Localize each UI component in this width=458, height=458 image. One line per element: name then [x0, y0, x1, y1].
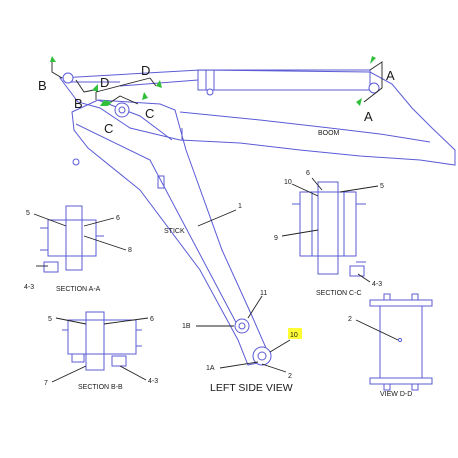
- aa-callout-8: 8: [128, 247, 132, 254]
- section-cc-label: SECTION C-C: [316, 290, 362, 297]
- section-aa-label: SECTION A-A: [56, 286, 101, 293]
- view-dd-label: VIEW D-D: [380, 391, 412, 398]
- callout-1: 1: [238, 203, 242, 210]
- boom-outline: [59, 69, 456, 166]
- callout-2-main: 2: [288, 373, 292, 380]
- bb-callout-5: 5: [48, 316, 52, 323]
- marker-a-top: A: [386, 68, 395, 83]
- cc-callout-5: 5: [380, 183, 384, 190]
- section-aa-leaders: [33, 213, 127, 267]
- cc-callout-9: 9: [274, 235, 278, 242]
- section-cc-leaders: [281, 177, 379, 283]
- stick-label: STICK: [164, 228, 185, 235]
- main-leaders: [196, 209, 291, 373]
- callout-1a: 1A: [206, 365, 215, 372]
- section-cc-drawing: [292, 181, 366, 277]
- callout-1b: 1B: [182, 323, 191, 330]
- dd-leader-2: [355, 319, 399, 341]
- cc-callout-4-3: 4-3: [372, 281, 382, 288]
- left-side-view-label: LEFT SIDE VIEW: [210, 382, 293, 394]
- section-bb-drawing: [62, 311, 142, 371]
- boom-label: BOOM: [318, 130, 340, 137]
- bb-callout-6: 6: [150, 316, 154, 323]
- section-bb-label: SECTION B-B: [78, 384, 123, 391]
- cc-callout-6: 6: [306, 170, 310, 177]
- bb-callout-7: 7: [44, 380, 48, 387]
- view-dd-drawing: [369, 293, 433, 391]
- section-markers: [50, 56, 383, 106]
- aa-callout-5: 5: [26, 210, 30, 217]
- section-aa-drawing: [40, 205, 104, 273]
- section-bb-leaders: [51, 317, 149, 383]
- cc-callout-10: 10: [284, 179, 292, 186]
- aa-callout-4-3: 4-3: [24, 284, 34, 291]
- marker-d-right: D: [141, 63, 150, 78]
- stick-outline: [71, 99, 272, 366]
- bb-callout-4-3: 4-3: [148, 378, 158, 385]
- marker-b-left: B: [38, 78, 47, 93]
- marker-b-lower: B: [74, 96, 83, 111]
- aa-callout-6: 6: [116, 215, 120, 222]
- dd-callout-2: 2: [348, 316, 352, 323]
- marker-c-left: C: [104, 121, 113, 136]
- marker-a-bottom: A: [364, 109, 373, 124]
- callout-10-highlight: [288, 328, 302, 339]
- callout-11: 11: [260, 290, 267, 297]
- marker-d-left: D: [100, 75, 109, 90]
- marker-c-right: C: [145, 106, 154, 121]
- callout-10: 10: [290, 332, 298, 339]
